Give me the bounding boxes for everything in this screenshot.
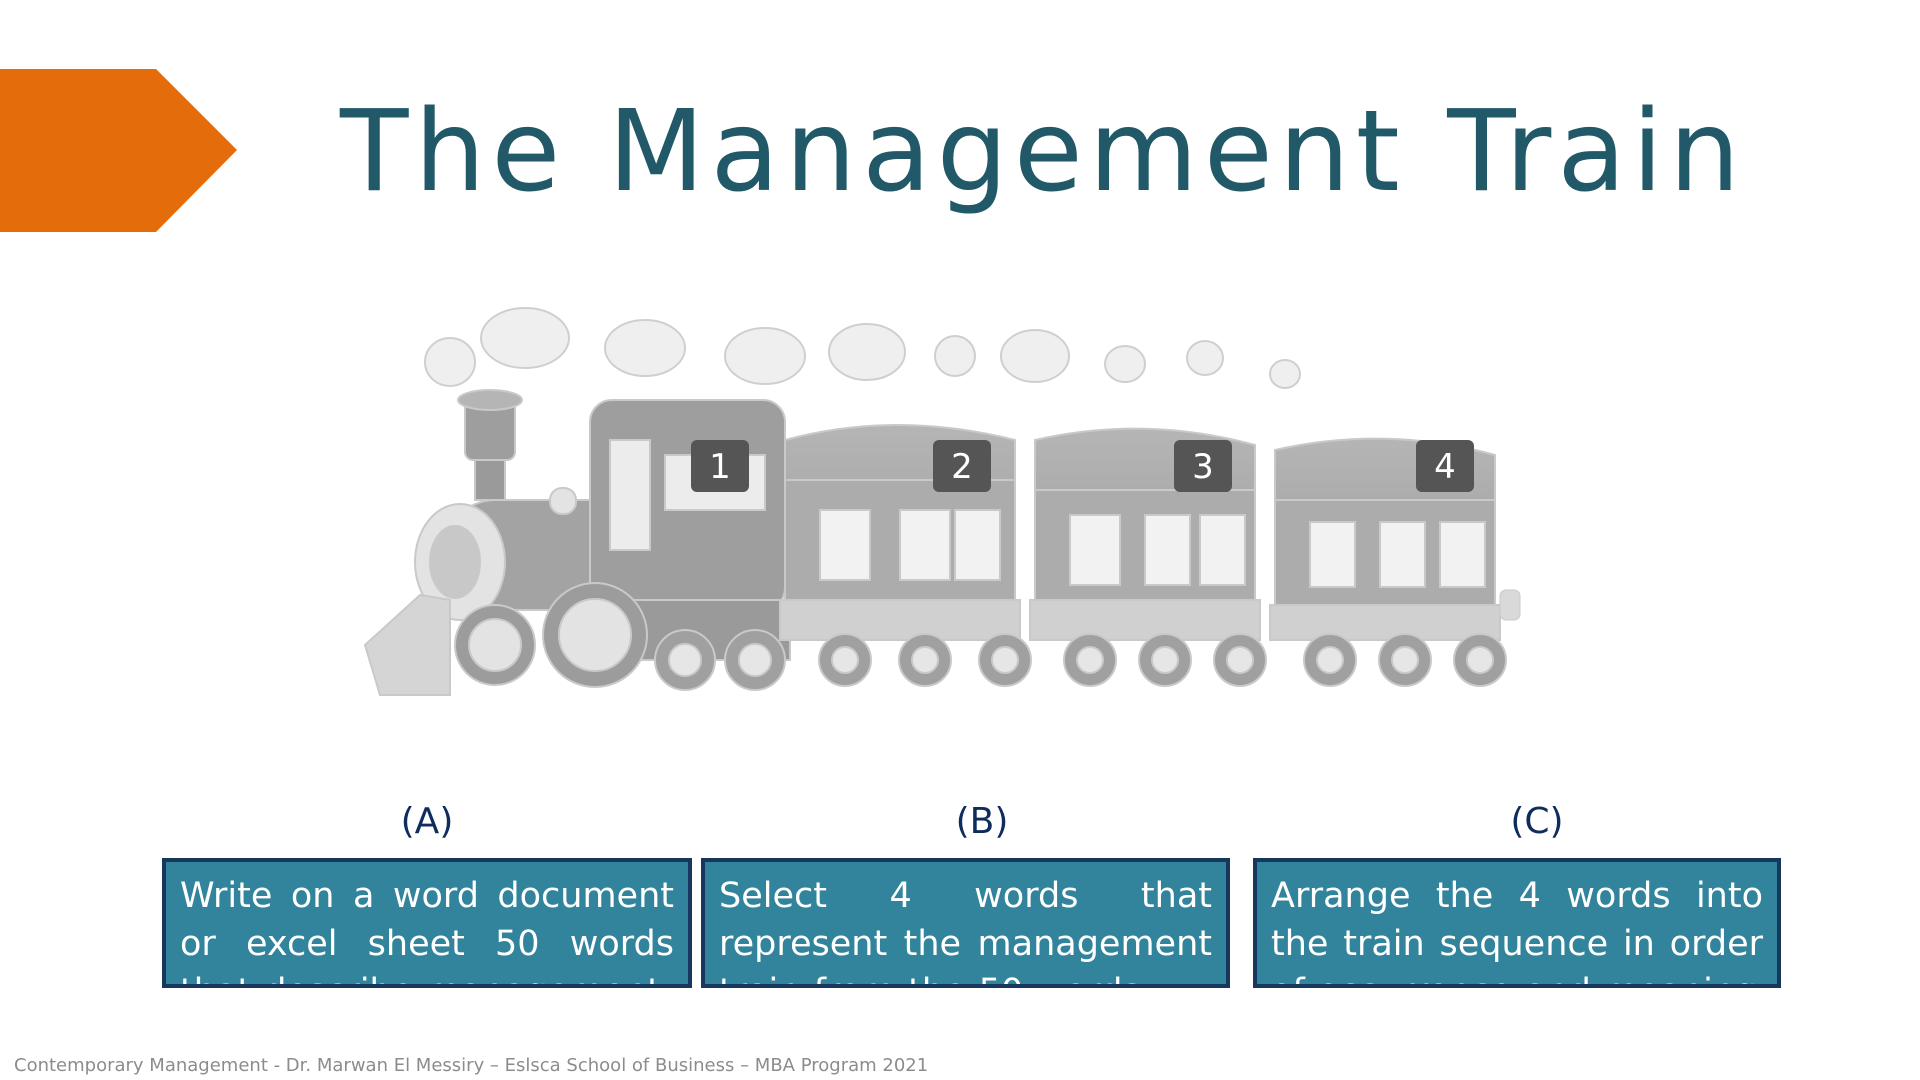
footer-credit: Contemporary Management - Dr. Marwan El … [14, 1055, 929, 1076]
step-box-c: Arrange the 4 words into the train seque… [1253, 858, 1781, 988]
car-number-badge-2: 2 [933, 440, 991, 492]
step-label-a: (A) [400, 801, 454, 842]
slide-title: The Management Train [340, 87, 1747, 217]
step-box-b: Select 4 words that represent the manage… [701, 858, 1230, 988]
carriage-1 [779, 424, 1032, 687]
car-number-badge-1: 1 [691, 440, 749, 492]
car-number-2: 2 [951, 447, 973, 487]
car-number-badge-3: 3 [1174, 440, 1232, 492]
step-box-a: Write on a word document or excel sheet … [162, 858, 692, 988]
step-label-b: (B) [955, 801, 1009, 842]
smoke-clouds [424, 307, 1301, 389]
car-number-badge-4: 4 [1416, 440, 1474, 492]
carriage-3 [1269, 437, 1507, 687]
orange-arrow-accent [0, 69, 237, 232]
train-illustration: 1 2 3 4 [363, 307, 1521, 696]
step-label-c: (C) [1510, 801, 1564, 842]
car-number-3: 3 [1192, 447, 1214, 487]
car-number-1: 1 [709, 447, 731, 487]
car-number-4: 4 [1434, 447, 1456, 487]
locomotive [363, 389, 791, 696]
